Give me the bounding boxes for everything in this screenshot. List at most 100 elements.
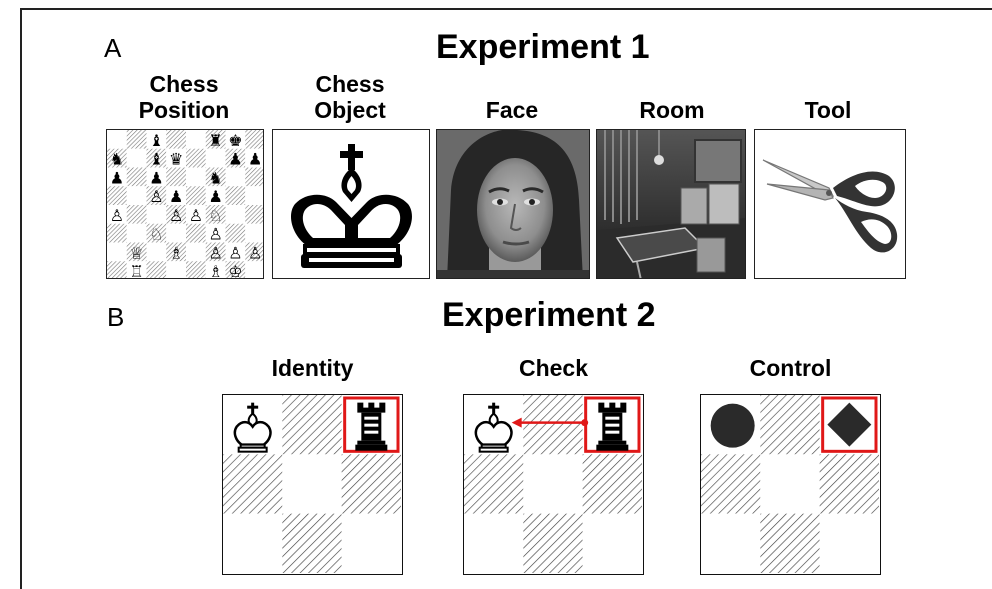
board-square — [223, 454, 283, 514]
chess-rook-icon — [355, 402, 388, 451]
board-square — [126, 242, 147, 262]
board-square — [146, 186, 167, 205]
board-square — [126, 130, 147, 149]
board-square — [166, 205, 186, 224]
board-square — [245, 242, 263, 262]
board-square — [225, 242, 246, 262]
figure-frame-top — [20, 8, 992, 10]
board-square — [760, 454, 820, 514]
room-image — [596, 129, 746, 279]
board-square — [282, 395, 342, 455]
board-square — [126, 223, 147, 243]
diamond-shape — [827, 402, 872, 447]
caption-chess-position: Chess Position — [104, 71, 264, 123]
board-square — [146, 223, 167, 243]
board-square — [107, 148, 127, 168]
check-board — [463, 394, 644, 575]
chess-piece-icon: ♙ — [169, 206, 183, 225]
board-square — [186, 130, 206, 149]
board-square — [523, 395, 583, 455]
board-square — [205, 130, 226, 149]
board-square — [819, 513, 879, 573]
board-square — [341, 454, 401, 514]
circle-shape — [710, 403, 755, 448]
board-square — [523, 513, 583, 573]
caption-line2: Object — [314, 97, 386, 123]
chess-piece-icon: ♕ — [129, 243, 143, 262]
board-square — [760, 513, 820, 573]
panel-b-letter: B — [107, 302, 125, 332]
condition-label-check: Check — [518, 355, 589, 381]
face-image — [436, 129, 590, 279]
chess-object-image — [272, 129, 430, 279]
board-square — [107, 261, 127, 278]
board-square — [225, 223, 246, 243]
panel-a-letter: A — [104, 33, 122, 63]
chess-piece-icon: ♘ — [208, 206, 222, 225]
control-board-grid — [701, 395, 879, 573]
board-square — [225, 167, 246, 187]
chess-piece-icon: ♙ — [228, 243, 242, 262]
board-square — [223, 513, 283, 573]
identity-board — [222, 394, 403, 575]
caption-room: Room — [639, 97, 705, 123]
board-square — [205, 205, 226, 224]
board-square — [107, 223, 127, 243]
board-square — [701, 454, 761, 514]
chess-piece-icon: ♞ — [110, 150, 124, 169]
board-square — [146, 242, 167, 262]
board-square — [126, 148, 147, 168]
board-square — [245, 130, 263, 149]
board-square — [107, 186, 127, 205]
board-square — [186, 242, 206, 262]
board-square — [523, 454, 583, 514]
panel-b-title: Experiment 2 — [442, 296, 656, 334]
chess-piece-icon: ♙ — [248, 243, 262, 262]
board-square — [245, 186, 263, 205]
chess-king-icon — [233, 402, 272, 453]
board-square — [205, 242, 226, 262]
scissors-icon — [762, 159, 898, 253]
board-square — [341, 513, 401, 573]
board-square — [245, 223, 263, 243]
board-square — [186, 186, 206, 205]
condition-label-control: Control — [749, 355, 832, 381]
board-square — [205, 167, 226, 187]
board-square — [107, 205, 127, 224]
board-square — [225, 130, 246, 149]
board-square — [146, 148, 167, 168]
board-square — [225, 261, 246, 278]
chess-king-icon — [291, 144, 412, 268]
board-square — [126, 167, 147, 187]
board-square — [582, 454, 642, 514]
board-square — [205, 261, 226, 278]
board-square — [464, 513, 524, 573]
chess-piece-icon: ♟ — [110, 168, 124, 187]
chess-piece-icon: ♟ — [208, 187, 222, 206]
board-square — [186, 205, 206, 224]
board-square — [146, 261, 167, 278]
face-photo — [437, 130, 589, 278]
chess-piece-icon: ♙ — [208, 243, 222, 262]
caption-line1: Chess — [315, 71, 385, 97]
board-square — [126, 261, 147, 278]
board-square — [166, 242, 186, 262]
tool-image — [754, 129, 906, 279]
board-square — [186, 167, 206, 187]
control-board — [700, 394, 881, 575]
board-square — [107, 242, 127, 262]
chess-piece-icon: ♟ — [228, 150, 242, 169]
board-square — [464, 454, 524, 514]
chess-piece-icon: ♘ — [149, 225, 163, 244]
board-square — [186, 148, 206, 168]
chess-piece-icon: ♞ — [208, 168, 222, 187]
chess-piece-icon: ♟ — [248, 150, 262, 169]
board-square — [146, 167, 167, 187]
board-square — [225, 186, 246, 205]
chess-piece-icon: ♝ — [149, 131, 163, 150]
caption-chess-object: Chess Object — [270, 71, 430, 123]
board-square — [126, 205, 147, 224]
chess-piece-icon: ♙ — [110, 206, 124, 225]
chess-piece-icon: ♟ — [149, 168, 163, 187]
chess-rook-icon — [596, 402, 629, 451]
